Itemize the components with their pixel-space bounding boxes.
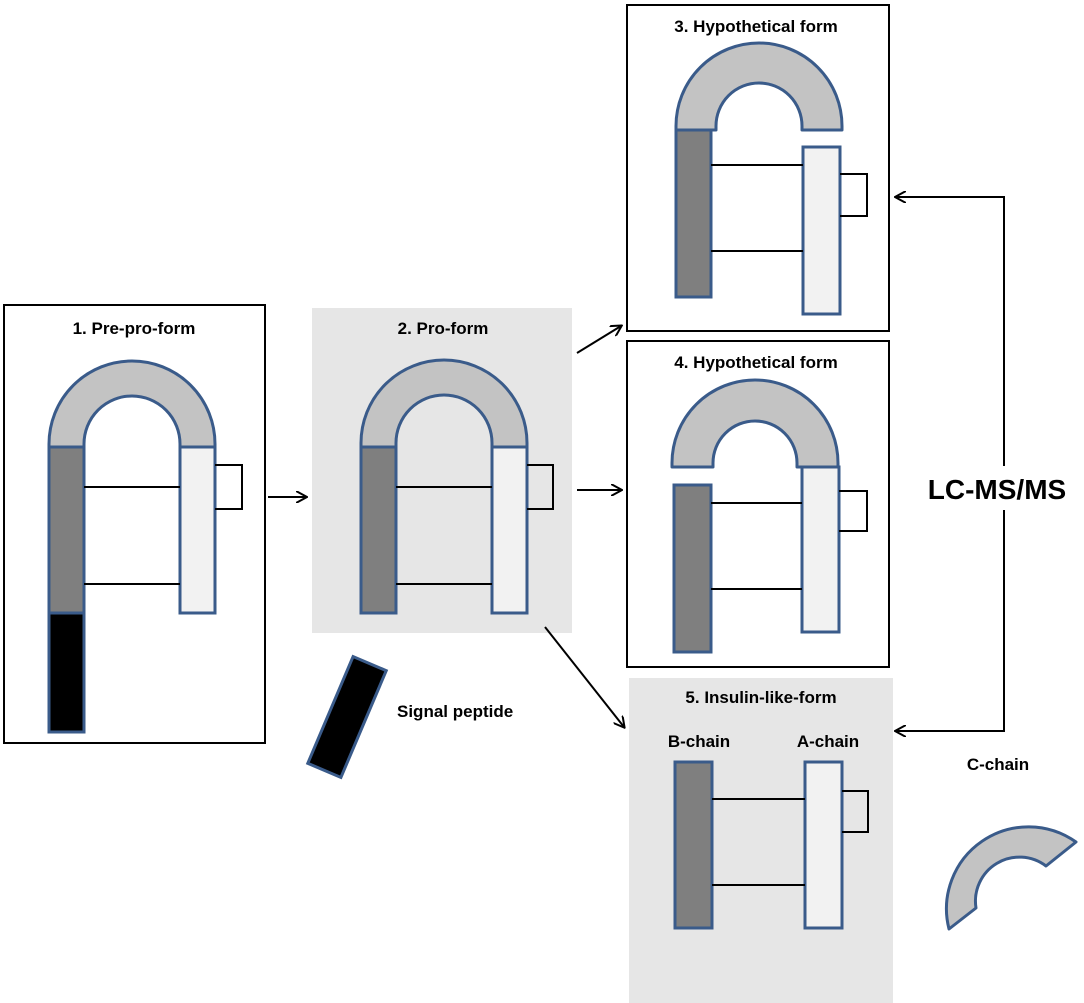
arrow-pro-to-hypothetical-1 <box>576 326 621 354</box>
b-chain-bar <box>673 760 714 930</box>
pre-pro-form-title: 1. Pre-pro-form <box>73 319 196 338</box>
lcmsms-bracket <box>896 196 1005 732</box>
a-chain-bar <box>490 445 529 615</box>
insulin-like-form-panel <box>629 678 893 1003</box>
hypothetical-form-molecule-1 <box>674 41 868 316</box>
intrachain-disulfide-bond <box>840 173 868 217</box>
a-chain-bar <box>800 465 841 634</box>
pro-form-molecule <box>359 358 554 615</box>
insulin-like-molecule <box>673 760 869 930</box>
pre-pro-form-molecule <box>47 359 243 734</box>
signal-peptide-label: Signal peptide <box>397 702 513 721</box>
c-chain-arch <box>670 378 840 469</box>
b-chain-bar <box>47 445 86 615</box>
c-chain-arch <box>47 359 217 449</box>
a-chain-label: A-chain <box>797 732 859 751</box>
b-chain-label: B-chain <box>668 732 730 751</box>
b-chain-bar <box>359 445 398 615</box>
cleaved-signal-peptide <box>305 654 389 780</box>
a-chain-bar <box>801 145 842 316</box>
intrachain-disulfide-bond <box>839 490 868 532</box>
pro-form-title: 2. Pro-form <box>398 319 489 338</box>
hypothetical-form-title-2: 4. Hypothetical form <box>674 353 837 372</box>
free-c-chain-arc <box>945 825 1078 931</box>
lcmsms-label-bg <box>916 466 1078 510</box>
hypothetical-form-title-1: 3. Hypothetical form <box>674 17 837 36</box>
b-chain-bar <box>674 128 713 299</box>
hypothetical-form-molecule-2 <box>670 378 868 654</box>
insulin-like-form-title: 5. Insulin-like-form <box>685 688 836 707</box>
a-chain-bar <box>178 445 217 615</box>
c-chain-arch <box>359 358 529 449</box>
intrachain-disulfide-bond <box>215 464 243 510</box>
intrachain-disulfide-bond <box>842 790 869 833</box>
intrachain-disulfide-bond <box>527 464 554 510</box>
c-chain-arch <box>674 41 844 132</box>
c-chain-label: C-chain <box>967 755 1029 774</box>
lcmsms-label: LC-MS/MS <box>928 474 1066 505</box>
b-chain-bar <box>672 483 713 654</box>
signal-peptide-bar <box>47 611 86 734</box>
arrow-pro-to-insulin-like <box>544 626 624 727</box>
a-chain-bar <box>803 760 844 930</box>
